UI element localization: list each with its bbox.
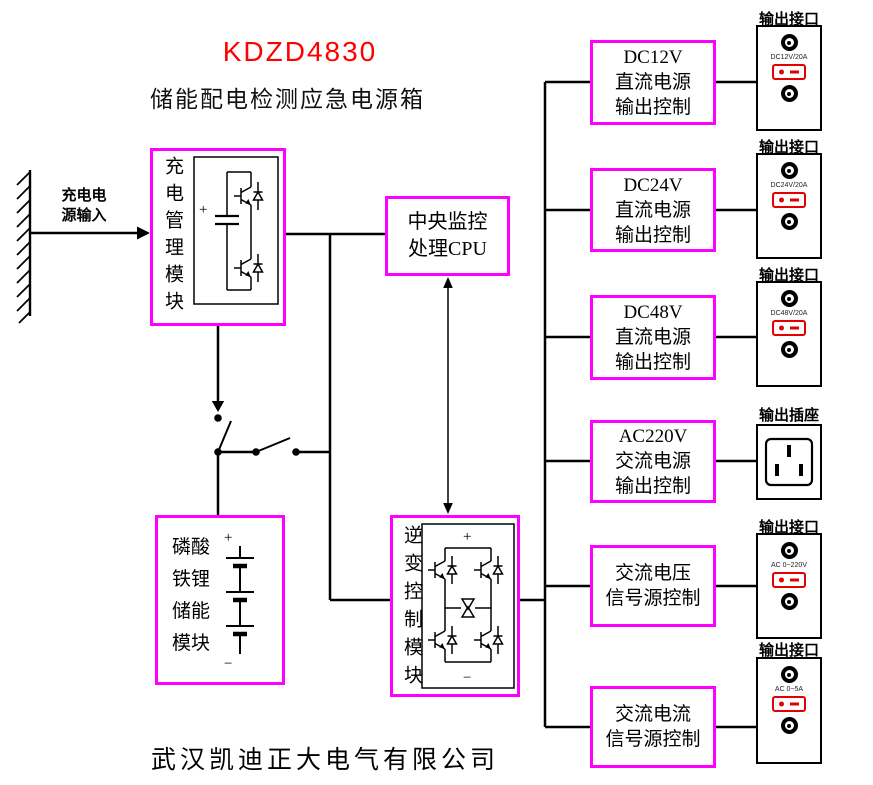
port-rating-text: DC48V/20A bbox=[770, 310, 808, 317]
page-title: KDZD4830 bbox=[222, 36, 378, 67]
cpu-label-line2: 处理CPU bbox=[408, 238, 487, 260]
igbt-icon bbox=[473, 555, 504, 585]
output-port-dc24v: DC24V/20A bbox=[756, 153, 822, 259]
banana-jack-icon bbox=[780, 34, 798, 51]
igbt-icon bbox=[427, 625, 458, 655]
toggle-switch-icon bbox=[772, 192, 806, 208]
igbt-icon bbox=[427, 555, 458, 585]
port-label: 输出插座 bbox=[758, 408, 819, 424]
output-line: 信号源控制 bbox=[605, 588, 701, 609]
cpu-box: 中央监控 处理CPU bbox=[385, 196, 510, 276]
output-socket-ac220v bbox=[756, 424, 822, 500]
charge-input-label-line2: 源输入 bbox=[61, 208, 107, 224]
plus-sign: + bbox=[463, 529, 471, 545]
toggle-switch-icon bbox=[772, 572, 806, 588]
output-line: DC12V bbox=[623, 47, 683, 68]
output-line: 交流电压 bbox=[614, 563, 691, 584]
banana-jack-icon bbox=[780, 717, 798, 734]
output-box-ac-voltage: 交流电压 信号源控制 bbox=[590, 545, 716, 627]
output-line: 信号源控制 bbox=[605, 729, 701, 750]
output-line: 直流电源 bbox=[614, 327, 691, 348]
page-subtitle: 储能配电检测应急电源箱 bbox=[150, 86, 425, 112]
toggle-switch-icon bbox=[772, 320, 806, 336]
output-box-ac-current: 交流电流 信号源控制 bbox=[590, 686, 716, 768]
port-rating-text: DC24V/20A bbox=[770, 182, 808, 189]
output-line: 输出控制 bbox=[614, 476, 691, 497]
inverter-module-box: 逆变控制模块 + − bbox=[390, 515, 520, 697]
company-name: 武汉凯迪正大电气有限公司 bbox=[150, 746, 499, 774]
charge-circuit-icon: + bbox=[193, 156, 279, 305]
battery-module-box: 磷酸铁锂储能模块 + − bbox=[155, 515, 285, 685]
output-line: AC220V bbox=[618, 426, 688, 447]
toggle-switch-icon bbox=[772, 696, 806, 712]
arrowhead-icons bbox=[137, 226, 225, 412]
port-rating-text: AC 0~220V bbox=[771, 562, 807, 569]
igbt-icon bbox=[233, 253, 264, 283]
output-line: 输出控制 bbox=[614, 224, 691, 246]
minus-sign: − bbox=[463, 670, 471, 686]
output-line: 直流电源 bbox=[614, 199, 691, 221]
knife-switch-icons bbox=[214, 414, 300, 456]
banana-jack-icon bbox=[780, 666, 798, 683]
output-port-ac-current: AC 0~5A bbox=[756, 657, 822, 764]
output-port-dc48v: DC48V/20A bbox=[756, 281, 822, 387]
port-label: 输出接口 bbox=[758, 268, 819, 284]
battery-stack-icon: + − bbox=[224, 530, 254, 672]
charge-input-label: 充电电 源输入 bbox=[48, 186, 120, 226]
port-label: 输出接口 bbox=[758, 140, 819, 156]
output-box-ac220v: AC220V 交流电源 输出控制 bbox=[590, 420, 716, 503]
connection-lines bbox=[30, 80, 756, 729]
wall-ground-icon bbox=[16, 170, 32, 324]
banana-jack-icon bbox=[780, 290, 798, 307]
port-label: 输出接口 bbox=[758, 12, 819, 28]
output-line: 交流电流 bbox=[614, 704, 691, 725]
plus-sign: + bbox=[224, 530, 232, 546]
charge-input-label-line1: 充电电 bbox=[61, 188, 107, 204]
output-box-dc48v: DC48V 直流电源 输出控制 bbox=[590, 295, 716, 380]
banana-jack-icon bbox=[780, 542, 798, 559]
port-label: 输出接口 bbox=[758, 520, 819, 536]
output-box-dc24v: DC24V 直流电源 输出控制 bbox=[590, 168, 716, 252]
igbt-icon bbox=[473, 625, 504, 655]
output-line: DC48V bbox=[623, 302, 683, 323]
charge-module-label: 充电管理模块 bbox=[162, 156, 183, 318]
banana-jack-icon bbox=[780, 85, 798, 102]
output-port-ac-voltage: AC 0~220V bbox=[756, 533, 822, 639]
charge-module-box: 充电管理模块 + bbox=[150, 148, 286, 326]
output-line: 输出控制 bbox=[614, 352, 691, 373]
port-rating-text: DC12V/20A bbox=[770, 54, 808, 61]
igbt-icon bbox=[233, 181, 264, 211]
output-line: 直流电源 bbox=[614, 72, 691, 93]
banana-jack-icon bbox=[780, 213, 798, 230]
banana-jack-icon bbox=[780, 341, 798, 358]
minus-sign: − bbox=[224, 656, 232, 672]
toggle-switch-icon bbox=[772, 64, 806, 80]
battery-module-label: 磷酸铁锂储能模块 bbox=[172, 537, 211, 654]
cpu-inverter-link bbox=[443, 277, 453, 514]
output-box-dc12v: DC12V 直流电源 输出控制 bbox=[590, 40, 716, 125]
power-socket-icon bbox=[764, 437, 814, 487]
plus-sign: + bbox=[199, 202, 207, 218]
output-port-dc12v: DC12V/20A bbox=[756, 25, 822, 131]
cpu-label-line1: 中央监控 bbox=[407, 211, 488, 233]
output-line: 交流电源 bbox=[614, 451, 691, 472]
banana-jack-icon bbox=[780, 162, 798, 179]
banana-jack-icon bbox=[780, 593, 798, 610]
port-rating-text: AC 0~5A bbox=[774, 686, 804, 693]
port-label: 输出接口 bbox=[758, 643, 819, 659]
output-line: 输出控制 bbox=[614, 97, 691, 118]
inverter-module-label: 逆变控制模块 bbox=[401, 525, 422, 693]
inverter-bridge-icon: + − bbox=[421, 523, 515, 689]
output-line: DC24V bbox=[623, 174, 683, 196]
